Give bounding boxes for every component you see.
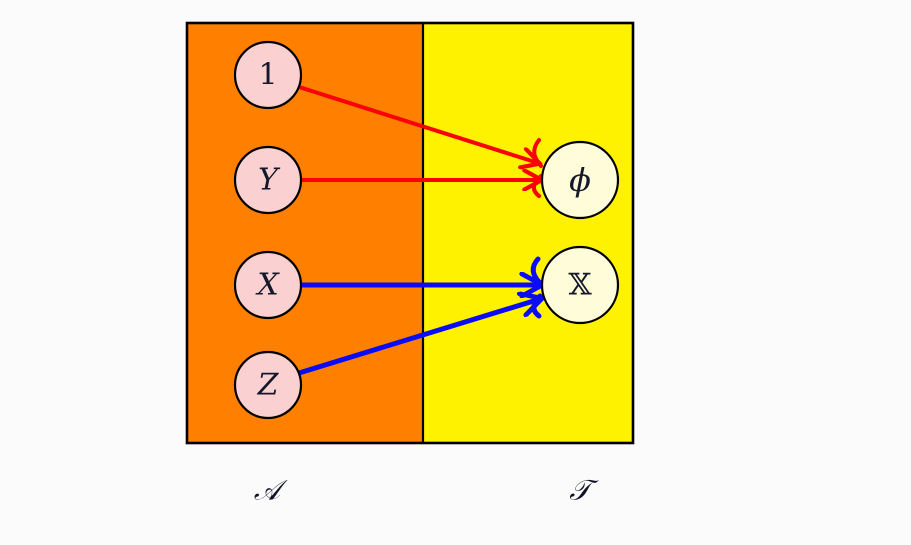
- edge-one-to-phi: [298, 85, 538, 163]
- node-z-circle[interactable]: [233, 350, 303, 420]
- node-z-label: Z: [257, 368, 280, 403]
- diagram-frame: [185, 21, 635, 445]
- node-x-circle[interactable]: [233, 250, 303, 320]
- edge-z-to-bbX: [298, 299, 540, 376]
- node-one[interactable]: 1: [233, 40, 303, 110]
- hook-blue-upper: [530, 256, 543, 286]
- node-one-circle[interactable]: [233, 40, 303, 110]
- node-phi-circle[interactable]: [540, 140, 620, 220]
- node-phi[interactable]: ϕ: [540, 140, 620, 220]
- node-z[interactable]: Z: [233, 350, 303, 420]
- terms-panel: [423, 23, 633, 443]
- node-one-label: 1: [258, 58, 277, 93]
- node-x[interactable]: X: [233, 250, 303, 320]
- node-bbX-label: 𝕏: [568, 268, 592, 303]
- attributes-panel: [187, 23, 423, 443]
- node-y-circle[interactable]: [233, 145, 303, 215]
- node-phi-label: ϕ: [569, 161, 591, 199]
- hook-red-lower: [532, 174, 543, 198]
- node-y[interactable]: Y: [233, 145, 303, 215]
- edge-group: [298, 85, 540, 376]
- hook-red-upper: [532, 138, 543, 168]
- node-x-label: X: [255, 268, 280, 303]
- node-bbX-circle[interactable]: [540, 245, 620, 325]
- hook-blue-lower: [531, 293, 543, 319]
- node-y-label: Y: [258, 163, 281, 198]
- node-bbX[interactable]: 𝕏: [540, 245, 620, 325]
- arrowhead-hooks: [530, 138, 543, 319]
